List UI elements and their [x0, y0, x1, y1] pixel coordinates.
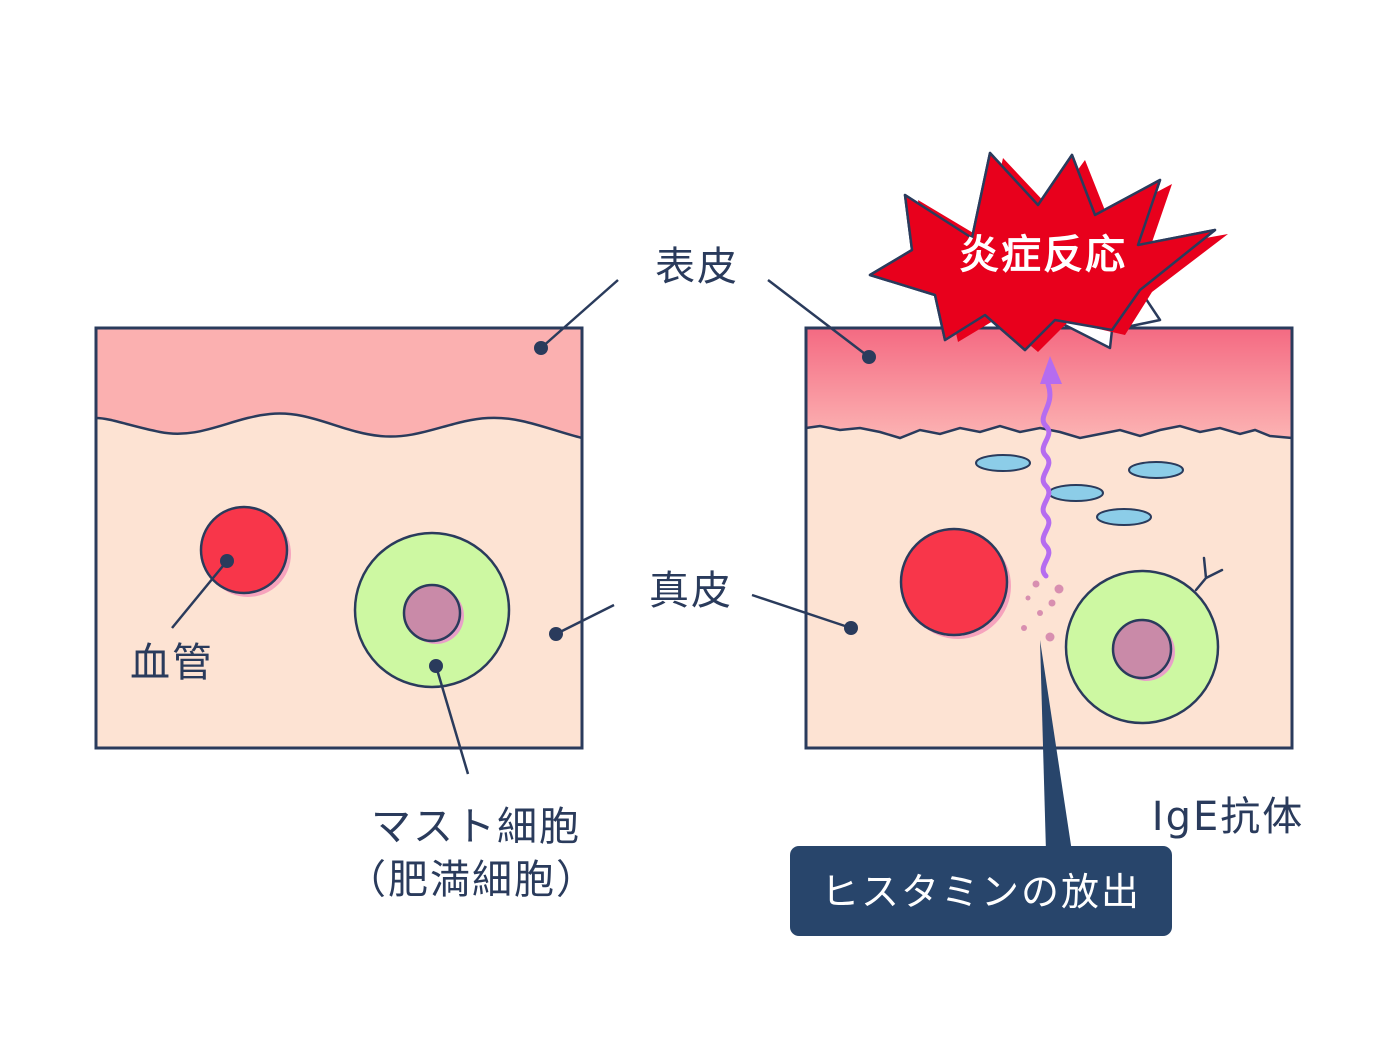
epidermis-dot-left: [534, 341, 548, 355]
histamine-granule: [1025, 595, 1031, 601]
capillary: [975, 454, 1031, 472]
histamine-release-label: ヒスタミンの放出: [821, 870, 1141, 914]
ige-antibody-icon: [1194, 556, 1224, 592]
mast-cell-leader: [434, 665, 470, 775]
histamine-granule: [1021, 625, 1027, 631]
histamine-granule: [1045, 632, 1055, 642]
normal-skin-panel: [94, 326, 584, 750]
epidermis-dot-right: [862, 350, 876, 364]
inflammation-burst: 炎症反応: [868, 151, 1228, 352]
histamine-granule: [1048, 599, 1056, 607]
capillary: [1048, 484, 1104, 502]
histamine-arrow-head: [1040, 356, 1062, 384]
mast-cell-label: マスト細胞: [371, 804, 581, 850]
reaction-skin-panel: [804, 326, 1294, 750]
capillary: [1096, 508, 1152, 526]
callout-pointer: [1040, 640, 1072, 852]
capillary: [1128, 461, 1184, 479]
left-epidermis-boundary: [95, 412, 583, 440]
inflammation-label: 炎症反応: [959, 232, 1127, 278]
histamine-granule: [1037, 610, 1043, 616]
right-blood-vessel: [899, 527, 1009, 637]
dermis-dot-left: [549, 627, 563, 641]
left-epidermis-layer: [96, 328, 582, 438]
blood-vessel-label: 血管: [130, 640, 214, 686]
blood-vessel-leader: [171, 560, 228, 629]
histamine-granule: [1032, 580, 1040, 588]
dermis-label: 真皮: [649, 568, 733, 614]
histamine-callout: ヒスタミンの放出: [790, 640, 1172, 936]
leader-lines: [171, 279, 870, 775]
histamine-granule: [1054, 584, 1064, 594]
left-blood-vessel: [199, 505, 289, 595]
histamine-arrow: [1040, 381, 1053, 579]
ige-antibody-label: IgE抗体: [1152, 794, 1304, 840]
mast-cell-alt-label: （肥満細胞）: [346, 857, 598, 903]
left-panel-frame: [94, 326, 584, 750]
epidermis-label: 表皮: [655, 244, 739, 290]
dermis-leader-right: [751, 593, 852, 630]
right-mast-cell-nucleus: [1111, 618, 1173, 680]
leader-dots: [220, 341, 876, 673]
epidermis-leader-right: [767, 279, 870, 358]
callout-box: [790, 846, 1172, 936]
left-mast-cell-nucleus: [402, 583, 462, 643]
histamine-granules: [1021, 580, 1064, 642]
mast-cell-dot: [429, 659, 443, 673]
dermis-dot-right: [844, 621, 858, 635]
blood-vessel-dot: [220, 554, 234, 568]
epidermis-leader-left: [540, 279, 619, 349]
burst-fill: [868, 151, 1217, 352]
dermis-leader-left: [555, 603, 615, 636]
